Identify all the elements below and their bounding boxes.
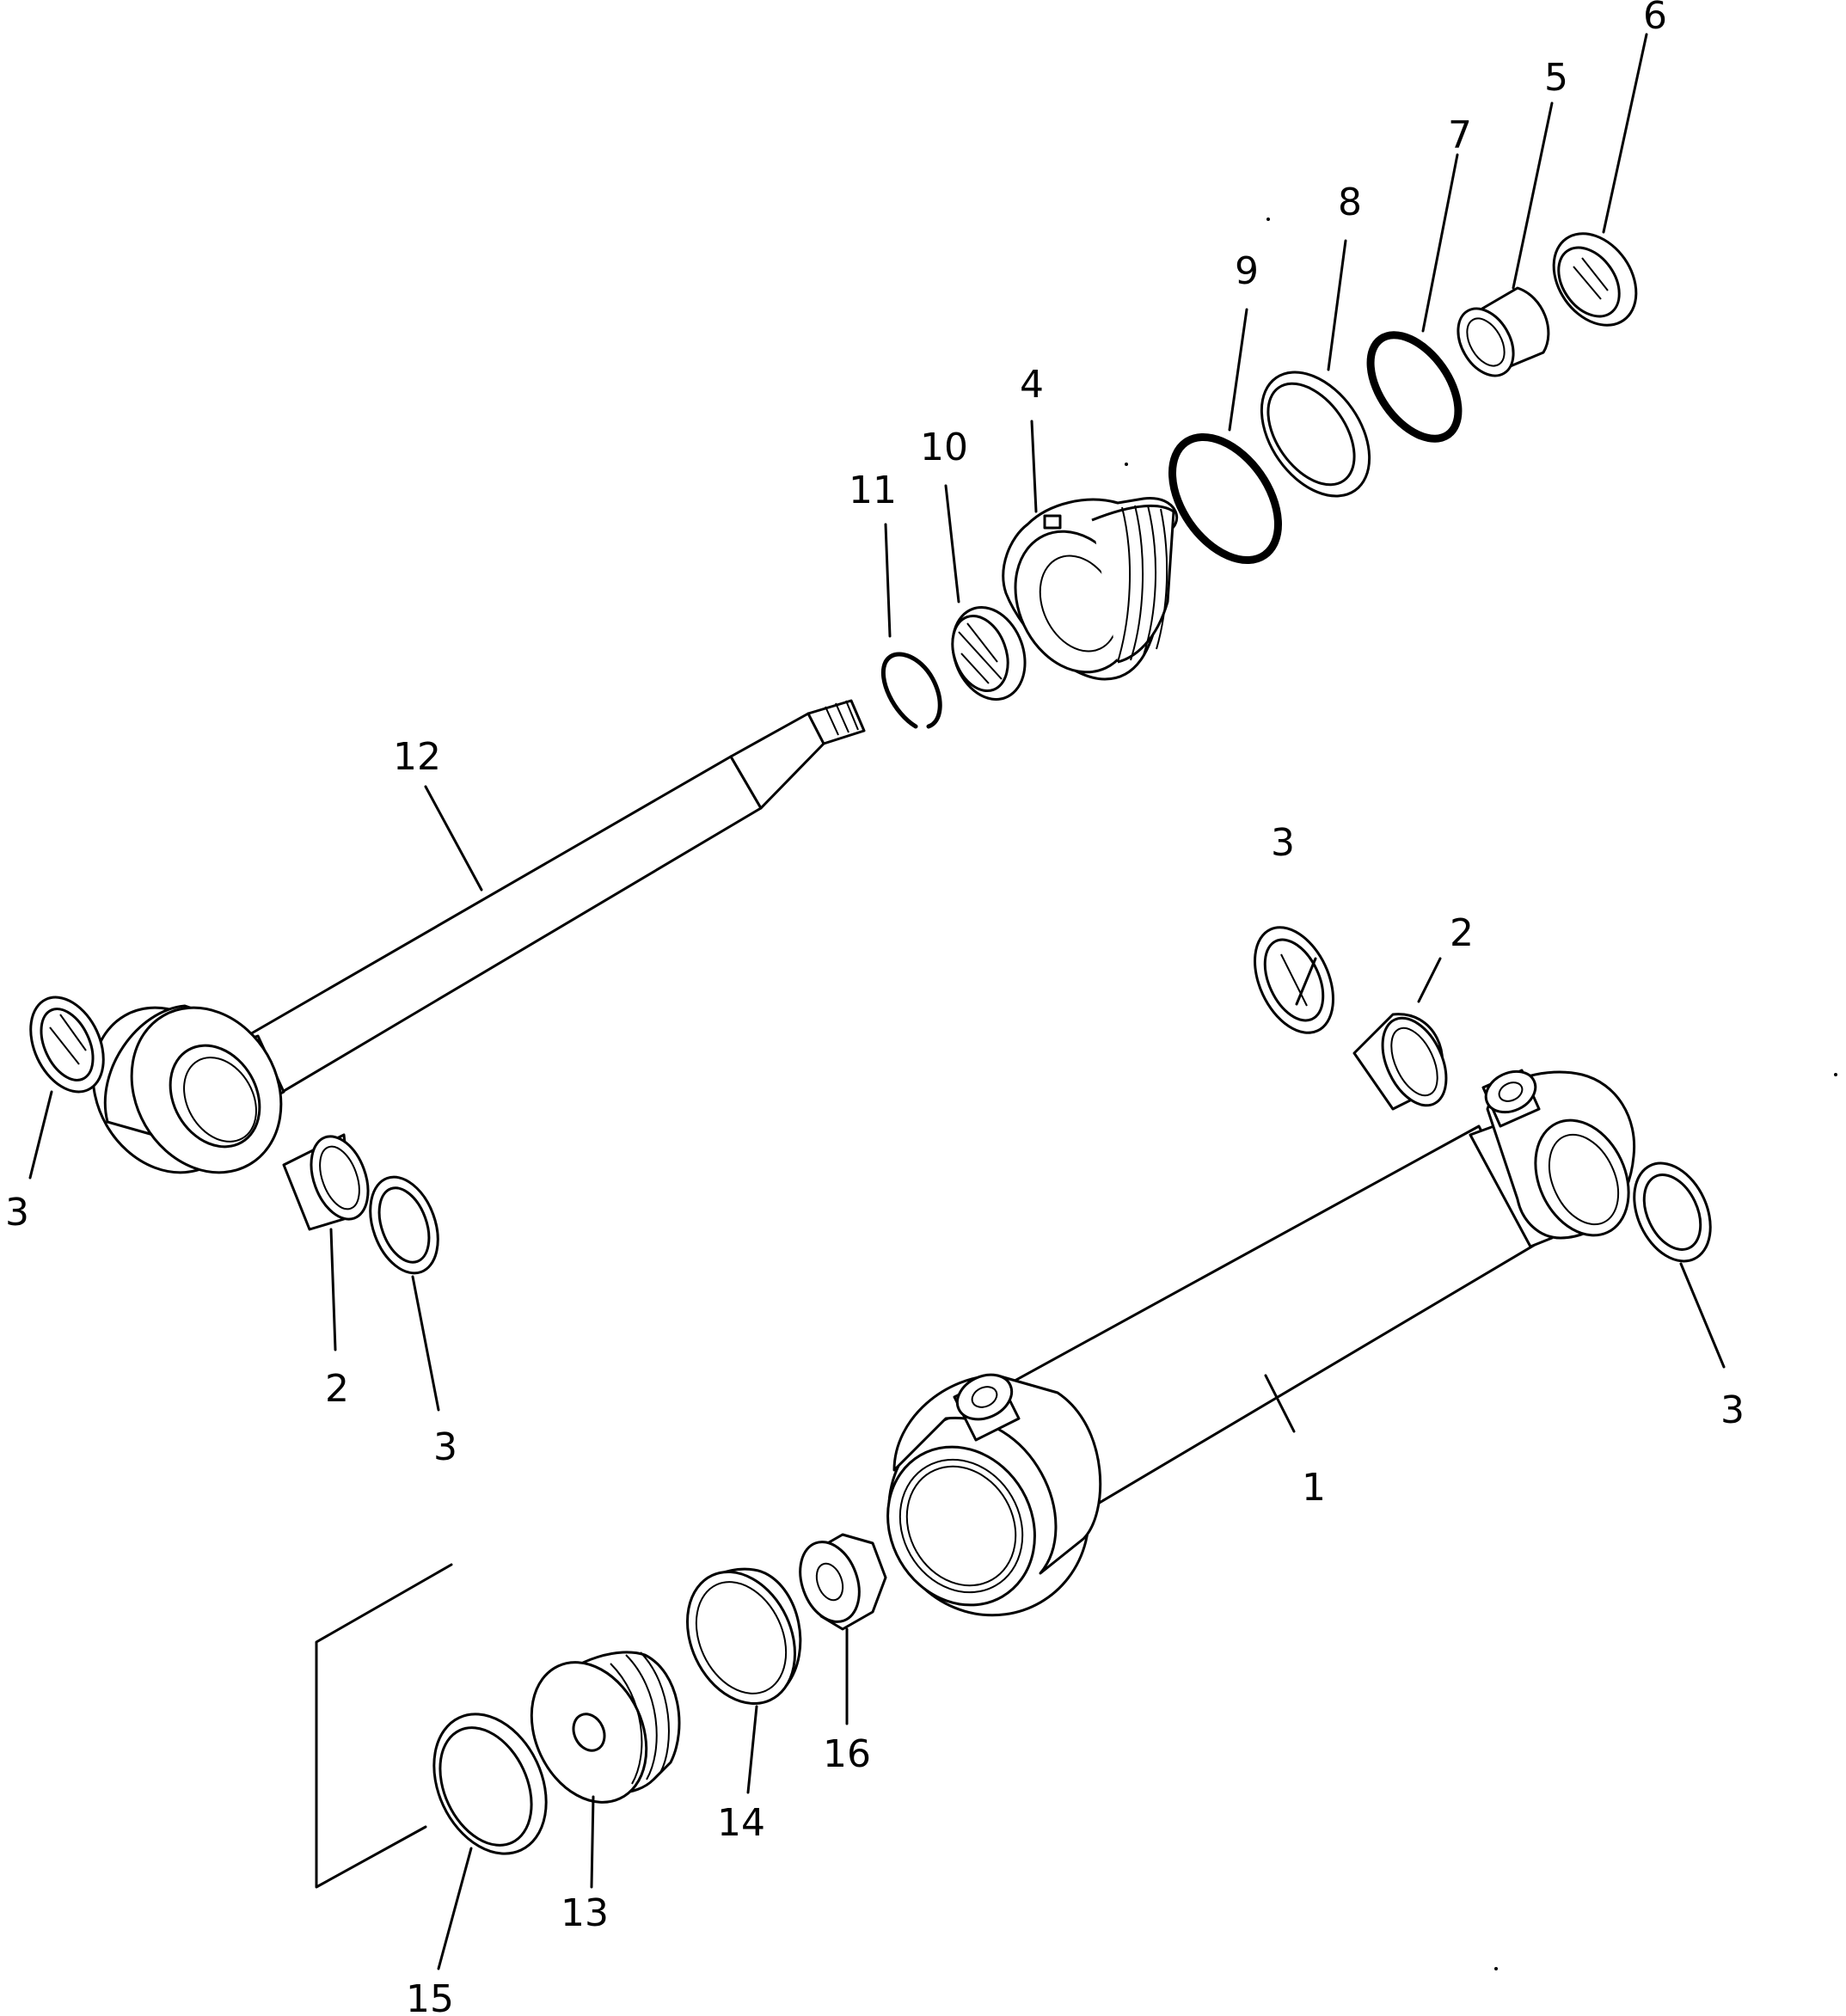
piston-rod: [91, 699, 866, 1174]
leader-lines: [28, 33, 1726, 1970]
callout-5: 5: [1544, 56, 1568, 100]
callout-8: 8: [1338, 181, 1362, 224]
callout-3-left: 3: [5, 1191, 29, 1235]
dust-seal-tube-right: [1633, 1161, 1712, 1263]
o-ring-9: [1168, 432, 1283, 565]
callout-10: 10: [920, 426, 968, 469]
callout-16: 16: [823, 1732, 871, 1776]
callout-3-tube-right: 3: [1720, 1388, 1745, 1432]
dust-seal-tube-upper: [1254, 926, 1334, 1034]
piston: [530, 1651, 681, 1804]
callout-15: 15: [406, 1977, 454, 2016]
piston-nut: [799, 1533, 887, 1631]
callout-7: 7: [1448, 113, 1472, 157]
callout-labels: 1 3 2 3 2 3 3 12 11 10 4 9 8 7 5 6 13 14…: [5, 0, 1745, 2016]
dust-seal-6: [1552, 232, 1638, 327]
bushing-tube: [1352, 1013, 1448, 1111]
cylinder-tube: [886, 1069, 1636, 1617]
rod-packing-5: [1457, 286, 1550, 377]
snap-ring: [880, 652, 942, 729]
callout-2-tube: 2: [1450, 911, 1474, 955]
callout-13: 13: [561, 1891, 609, 1935]
callout-3-tube-upper: 3: [1271, 821, 1295, 865]
piston-ring: [432, 1713, 548, 1855]
o-ring-7: [1366, 331, 1463, 443]
callout-4: 4: [1020, 363, 1044, 407]
callout-9: 9: [1235, 249, 1259, 293]
callout-14: 14: [717, 1801, 765, 1845]
callout-3-rod-lower: 3: [433, 1425, 457, 1469]
bushing-rod: [282, 1133, 370, 1231]
dust-seal-rod-lower: [369, 1175, 439, 1275]
callout-6: 6: [1643, 0, 1667, 38]
callout-2-rod: 2: [325, 1367, 349, 1411]
callout-1: 1: [1302, 1466, 1326, 1510]
bushing-head: [951, 606, 1027, 701]
cylinder-head: [1002, 497, 1179, 681]
callout-11: 11: [849, 469, 897, 512]
callout-12: 12: [393, 735, 441, 779]
wear-ring: [686, 1567, 802, 1706]
backup-ring-8: [1260, 371, 1371, 498]
dust-seal-left: [29, 996, 105, 1094]
group-bracket: [315, 1563, 453, 1889]
